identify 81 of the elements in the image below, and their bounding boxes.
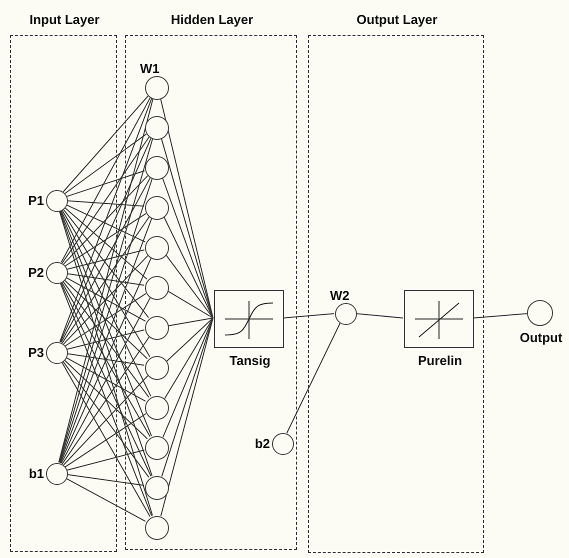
- neuron-circle: [145, 276, 169, 300]
- node-label: W2: [330, 288, 350, 303]
- connection-line: [282, 313, 335, 318]
- neuron-circle: [145, 396, 169, 420]
- connection-line: [60, 209, 152, 397]
- connection-line: [66, 450, 145, 471]
- connection-line: [164, 318, 214, 400]
- connection-line: [64, 206, 148, 280]
- connection-line: [62, 360, 150, 478]
- connection-line: [64, 293, 146, 346]
- connection-line: [286, 322, 341, 434]
- connection-line: [66, 329, 145, 350]
- neuron-circle: [145, 316, 169, 340]
- node-label: P3: [28, 345, 44, 360]
- connection-line: [160, 98, 214, 318]
- connection-line: [62, 136, 150, 264]
- connection-line: [60, 281, 152, 477]
- connection-line: [60, 137, 152, 342]
- neuron-circle: [145, 356, 169, 380]
- connection-line: [65, 356, 146, 402]
- connection-line: [160, 137, 214, 318]
- connection-line: [167, 318, 214, 326]
- connection-line: [63, 175, 148, 265]
- connection-line: [60, 257, 152, 464]
- connection-line: [66, 170, 146, 198]
- connection-line: [166, 318, 214, 362]
- node-label: Tansig: [228, 353, 272, 368]
- connection-line: [355, 313, 404, 318]
- connection-line: [65, 204, 146, 242]
- neuron-circle: [145, 476, 169, 500]
- connection-line: [160, 318, 214, 517]
- node-label: b1: [28, 466, 44, 481]
- node-label: b2: [254, 436, 270, 451]
- connection-line: [62, 216, 150, 344]
- node-label: Output: [520, 330, 562, 345]
- connection-line: [472, 313, 528, 318]
- neuron-circle: [145, 436, 169, 460]
- connection-line: [63, 359, 148, 440]
- connection-line: [165, 254, 214, 318]
- connection-line: [60, 361, 151, 518]
- connection-line: [61, 208, 150, 358]
- connection-line: [60, 297, 151, 464]
- connection-line: [166, 290, 214, 318]
- connection-line: [65, 276, 146, 322]
- connection-line: [62, 95, 149, 192]
- connection-line: [163, 216, 214, 318]
- connection-line: [64, 413, 146, 468]
- node-label: P1: [28, 193, 44, 208]
- connection-line: [63, 375, 148, 466]
- neuron-circle: [145, 116, 169, 140]
- connection-line: [66, 200, 145, 207]
- connection-line: [59, 98, 152, 342]
- connection-line: [66, 474, 145, 486]
- connection-line: [66, 249, 145, 270]
- connection-line: [162, 176, 214, 318]
- connection-line: [63, 279, 148, 360]
- connection-line: [60, 282, 152, 516]
- layer-heading: Output Layer: [356, 12, 438, 27]
- connection-line: [60, 177, 151, 343]
- connection-line: [62, 208, 150, 318]
- connection-line: [63, 255, 148, 345]
- layer-heading: Hidden Layer: [170, 12, 254, 27]
- connection-line: [162, 318, 214, 438]
- connection-line: [64, 213, 146, 266]
- node-label: W1: [140, 61, 160, 76]
- neuron-circle: [145, 516, 169, 540]
- connection-line: [66, 273, 145, 286]
- connection-line: [64, 134, 147, 194]
- connection-line: [62, 336, 150, 464]
- neuron-circle: [145, 196, 169, 220]
- connection-line: [65, 478, 146, 522]
- connection-line: [161, 318, 214, 477]
- connection-line: [66, 353, 145, 366]
- connection-line: [62, 280, 150, 398]
- connection-line: [60, 281, 151, 438]
- node-label: Purelin: [416, 353, 464, 368]
- connection-line: [60, 97, 151, 263]
- node-label: P2: [28, 265, 44, 280]
- neuron-circle: [145, 156, 169, 180]
- neuron-circle: [145, 236, 169, 260]
- layer-heading: Input Layer: [28, 12, 101, 27]
